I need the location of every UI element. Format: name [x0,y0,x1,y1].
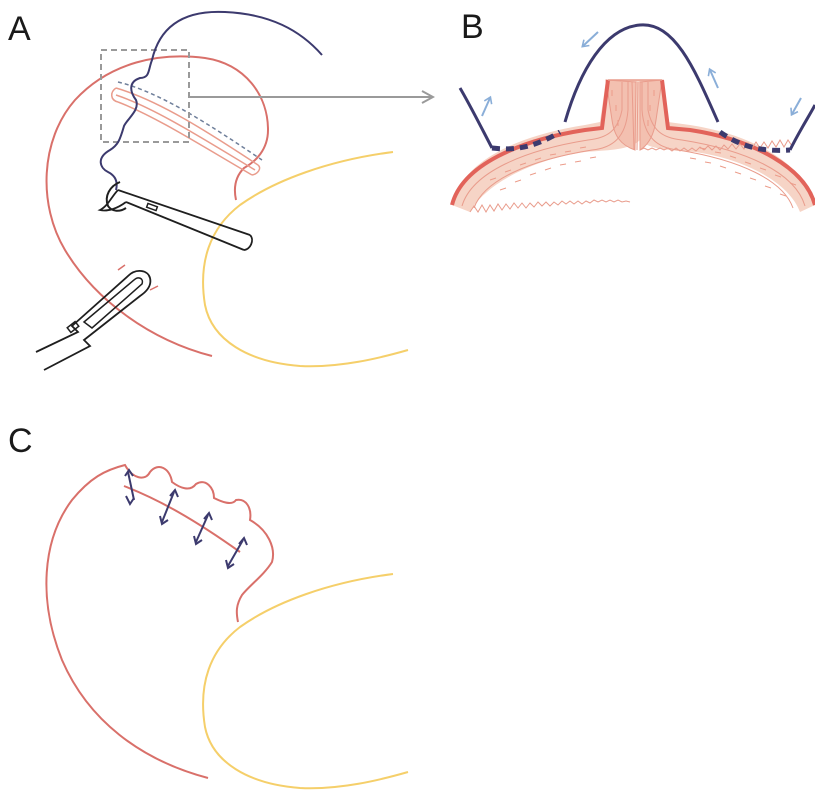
closure-line [124,486,240,552]
suture-thread-b-left [460,88,492,148]
zoom-region-box [101,50,189,142]
panel-c [46,465,408,788]
suture-knot-icon [194,513,212,544]
panel-b [452,25,815,212]
panel-a [36,12,432,370]
traction-arrow-icon [792,98,801,114]
needle-holder-icon [100,190,252,250]
suture-knot-icon [160,490,178,524]
stomach-outline-c [46,465,273,778]
duodenum-outline-a [203,152,408,366]
grasper-icon [36,265,158,370]
suture-knot-icon [226,538,247,568]
duodenum-outline-c [203,574,408,788]
tissue-cross-section [452,80,815,212]
suture-thread-a [101,12,322,190]
traction-arrow-icon [482,98,490,116]
traction-arrow-icon [583,32,598,46]
traction-arrow-icon [710,70,718,88]
